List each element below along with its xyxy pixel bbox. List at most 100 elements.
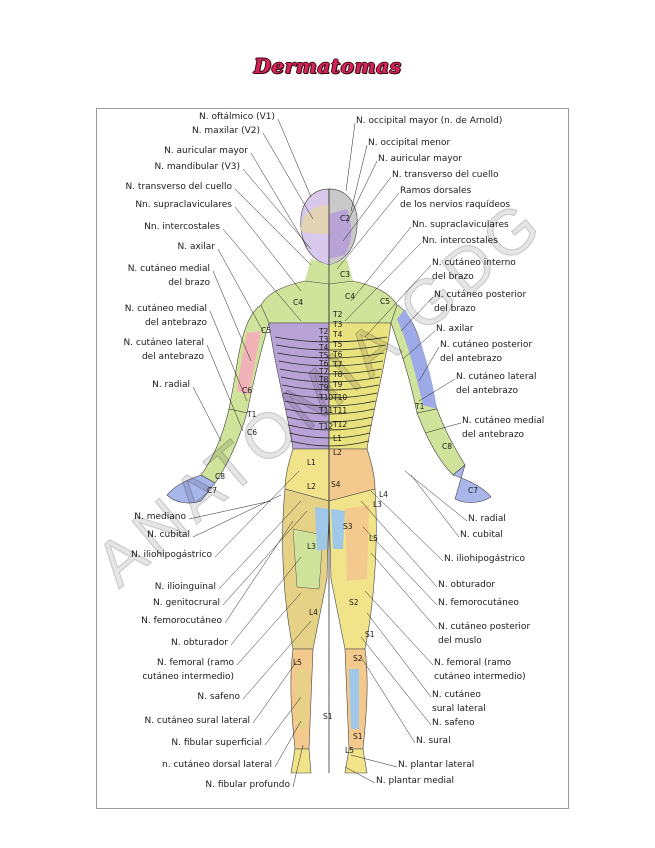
left-nerve-label: N. auricular mayor [164, 146, 248, 156]
thoracic-band-line [285, 408, 375, 415]
left-nerve-label: del antebrazo [141, 352, 204, 362]
leader-line [404, 470, 468, 522]
right-foot [344, 748, 368, 774]
segment-label: S3 [343, 522, 353, 531]
left-hand [166, 474, 216, 504]
right-nerve-label: del antebrazo [462, 430, 525, 440]
right-nerve-label: Nn. supraclaviculares [412, 220, 509, 230]
segment-label: L2 [333, 448, 342, 457]
right-nerve-label: de los nervios raquídeos [400, 200, 511, 210]
segment-label: T3 [332, 320, 343, 329]
leader-line [277, 118, 312, 198]
leader-line [360, 636, 432, 726]
segment-label: L5 [345, 746, 354, 755]
left-nerve-label: N. axilar [177, 242, 215, 252]
right-nerve-label: N. cutáneo posterior [440, 340, 533, 350]
right-nerve-label: del antebrazo [456, 386, 519, 396]
leader-line [424, 422, 462, 434]
segment-label: T4 [332, 330, 343, 339]
leader-line [206, 344, 244, 432]
segment-label: C3 [340, 270, 350, 279]
left-nerve-label: N. transverso del cuello [125, 182, 232, 192]
right-nerve-label: N. femorocutáneo [438, 598, 519, 608]
thoracic-bands [274, 336, 388, 447]
left-nerve-label: del antebrazo [144, 318, 207, 328]
neck-c3-back [329, 259, 353, 284]
segment-label: T8 [318, 375, 329, 384]
segment-label: C6 [242, 386, 252, 395]
leader-line [418, 346, 440, 382]
segment-label: L5 [293, 658, 302, 667]
leader-line [250, 152, 308, 248]
right-nerve-label: del brazo [432, 272, 474, 282]
left-nerve-label: Nn. supraclaviculares [135, 200, 232, 210]
segment-label: T11 [332, 406, 347, 415]
left-nerve-label: Nn. intercostales [144, 222, 220, 232]
leader-line [274, 720, 302, 768]
segment-label: T1 [414, 402, 425, 411]
right-forearm [416, 408, 466, 476]
thoracic-band-line [283, 392, 378, 399]
segment-label: T10 [318, 393, 333, 402]
segment-label: T6 [318, 359, 329, 368]
right-nerve-label: N. sural [416, 736, 451, 746]
segment-label: T7 [332, 360, 343, 369]
leader-line [192, 386, 222, 442]
right-nerve-label: N. obturador [438, 580, 496, 590]
left-nerve-label: N. mandibular (V3) [154, 162, 240, 172]
leader-line [344, 242, 422, 322]
thoracic-band-line [278, 360, 383, 367]
right-nerve-label: cutáneo intermedio) [434, 672, 526, 682]
leader-line [292, 744, 304, 788]
segment-label: T6 [332, 350, 343, 359]
left-foot [290, 748, 312, 774]
left-nerve-label: N. safeno [197, 692, 240, 702]
left-nerve-label: N. ilioinguinal [154, 582, 216, 592]
segment-label: C2 [340, 214, 350, 223]
right-nerve-label: N. occipital menor [368, 138, 451, 148]
segment-label: L5 [369, 534, 378, 543]
leader-line [366, 612, 432, 698]
leader-line [224, 520, 294, 624]
segment-label: L4 [309, 608, 318, 617]
thoracic-band-line [288, 424, 372, 431]
leader-line [344, 766, 376, 784]
segment-label: T7 [318, 367, 329, 376]
segment-label: L1 [333, 434, 342, 443]
segment-label: T2 [332, 310, 343, 319]
leader-line [188, 500, 272, 520]
thoracic-band-line [282, 384, 379, 391]
segment-label: C6 [247, 428, 257, 437]
left-nerve-label: N. oftálmico (V1) [198, 112, 275, 122]
right-nerve-label: N. radial [468, 514, 506, 524]
segment-label: S1 [323, 712, 333, 721]
leader-line [418, 378, 456, 402]
right-nerve-label: N. cubital [460, 530, 503, 540]
leader-line [350, 144, 368, 212]
left-nerve-label: N. cutáneo lateral [123, 338, 204, 348]
leader-line [350, 226, 412, 302]
left-nerve-label: N. maxilar (V2) [191, 126, 260, 136]
leader-line [192, 494, 282, 538]
left-nerve-label: N. cutáneo medial [127, 264, 210, 274]
left-nerve-label: N. fibular profundo [205, 780, 290, 790]
left-nerve-label: N. cutáneo medial [124, 304, 207, 314]
leader-line [222, 228, 302, 322]
leader-line [214, 470, 300, 558]
left-nerve-label: N. femoral (ramo [156, 658, 234, 668]
left-nerve-label: N. mediano [134, 512, 186, 522]
right-nerve-label: N. femoral (ramo [434, 658, 512, 668]
leader-line [360, 500, 438, 588]
thoracic-band-line [276, 344, 386, 351]
right-nerve-label: Ramos dorsales [400, 186, 472, 196]
right-nerve-label: N. axilar [436, 324, 474, 334]
segment-label: T8 [332, 370, 343, 379]
segment-label: T5 [318, 351, 329, 360]
leader-line [222, 510, 308, 606]
segment-label: S2 [353, 654, 363, 663]
right-nerve-label: N. plantar lateral [398, 760, 475, 770]
right-arm-blue [397, 309, 437, 409]
right-nerve-label: del brazo [434, 304, 476, 314]
right-nerve-label: N. plantar medial [376, 776, 455, 786]
